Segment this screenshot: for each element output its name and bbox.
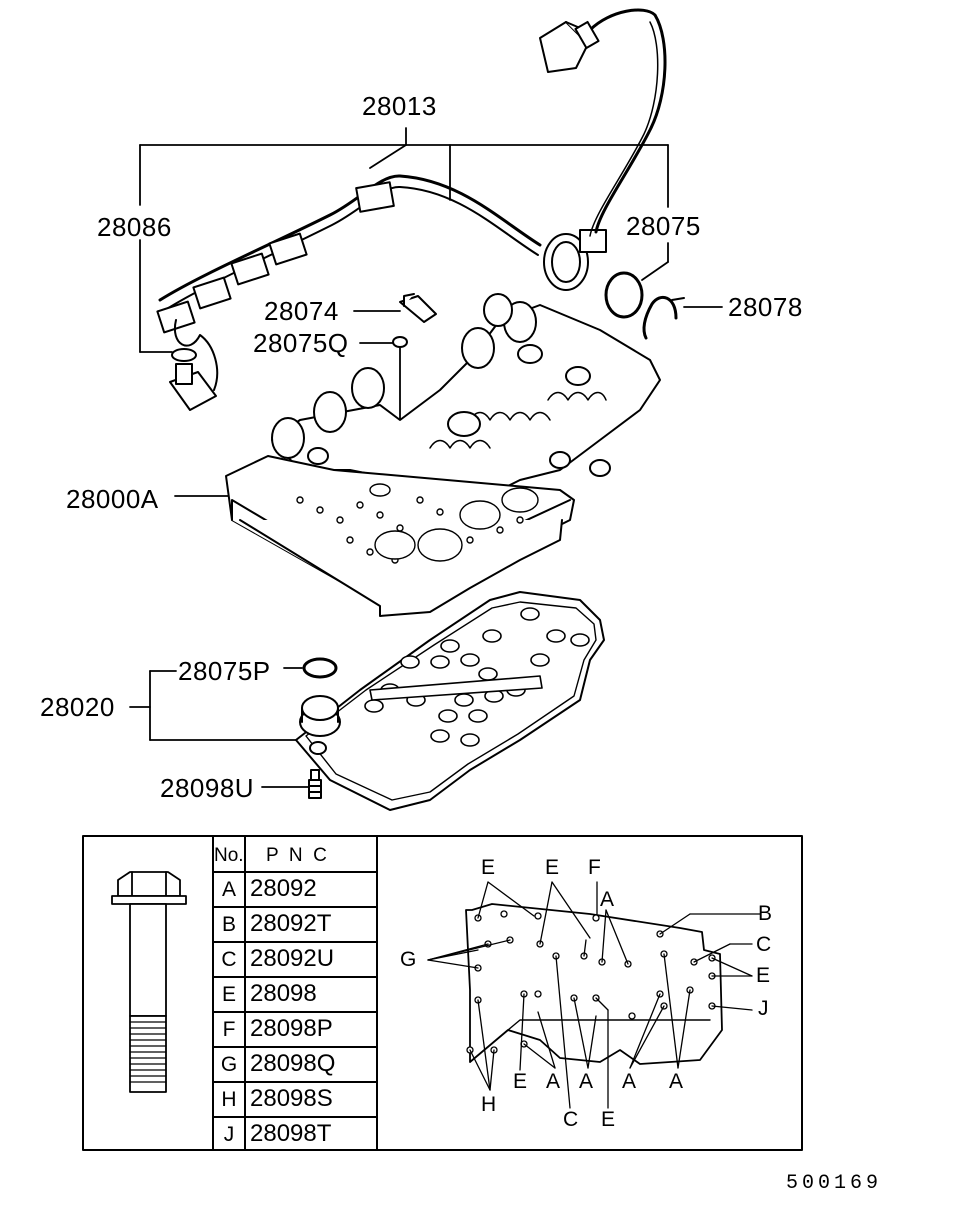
wiring-harness <box>156 8 667 411</box>
map-label-a: A <box>669 1070 684 1093</box>
callout-28000A: 28000A <box>66 484 159 514</box>
callout-28074: 28074 <box>264 296 339 326</box>
callout-28020: 28020 <box>40 692 115 722</box>
harness-connectors <box>156 181 395 334</box>
table-row-pnc: 28098T <box>250 1120 332 1147</box>
map-label-e: E <box>756 964 771 987</box>
table-row-pnc: 28092U <box>250 945 335 972</box>
table-row-no: A <box>221 878 236 901</box>
bolt-location-map <box>427 881 761 1109</box>
table-row-pnc: 28098P <box>250 1015 333 1042</box>
bolt-map-leaders <box>427 881 761 1109</box>
bracket-28074 <box>399 293 437 323</box>
table-row-pnc: 28098 <box>250 980 317 1007</box>
table-row-pnc: 28092T <box>250 910 332 937</box>
table-row-no: C <box>221 948 237 971</box>
bolt-map-holes <box>466 910 716 1054</box>
bolt-table-frame <box>82 835 803 1151</box>
map-label-a: A <box>622 1070 637 1093</box>
table-row-no: F <box>222 1018 236 1041</box>
map-label-e: E <box>545 856 560 879</box>
map-label-g: G <box>400 948 417 971</box>
oil-pan <box>295 591 605 811</box>
map-label-e: E <box>481 856 496 879</box>
map-label-f: F <box>588 856 601 879</box>
map-label-e: E <box>513 1070 528 1093</box>
leader-lines <box>129 127 723 788</box>
callout-28075P: 28075P <box>178 656 271 686</box>
map-label-a: A <box>546 1070 561 1093</box>
table-row-pnc: 28092 <box>250 875 317 902</box>
oring-28075Q <box>392 336 408 348</box>
callout-28013: 28013 <box>362 91 437 121</box>
oring-28075P <box>302 657 338 679</box>
callout-28098U: 28098U <box>160 773 255 803</box>
map-label-e: E <box>601 1108 616 1131</box>
clip-28078 <box>642 295 678 340</box>
diagram-code: 500169 <box>786 1172 883 1195</box>
map-label-b: B <box>758 902 773 925</box>
table-header-no: No. <box>214 845 244 866</box>
oring-28075 <box>604 271 644 319</box>
callout-28075: 28075 <box>626 211 701 241</box>
bolt-28098U <box>308 769 322 799</box>
map-label-a: A <box>600 888 615 911</box>
map-label-c: C <box>563 1108 579 1131</box>
callout-28075Q: 28075Q <box>253 328 349 358</box>
map-label-a: A <box>579 1070 594 1093</box>
table-row-no: E <box>221 983 236 1006</box>
map-label-c: C <box>756 933 772 956</box>
table-row-no: B <box>221 913 236 936</box>
callout-28086: 28086 <box>97 212 172 242</box>
map-label-j: J <box>758 997 769 1020</box>
top-plug <box>539 20 600 73</box>
table-header-pnc: P N C <box>266 845 327 866</box>
speed-sensor <box>169 348 217 411</box>
flange-bolt-illustration <box>111 871 187 1093</box>
table-row-no: H <box>221 1088 237 1111</box>
table-row-pnc: 28098Q <box>250 1050 336 1077</box>
table-row-no: J <box>223 1123 235 1146</box>
valve-body <box>225 293 661 617</box>
table-row-pnc: 28098S <box>250 1085 333 1112</box>
callout-28078: 28078 <box>728 292 803 322</box>
map-label-h: H <box>481 1093 497 1116</box>
table-row-no: G <box>220 1053 238 1076</box>
